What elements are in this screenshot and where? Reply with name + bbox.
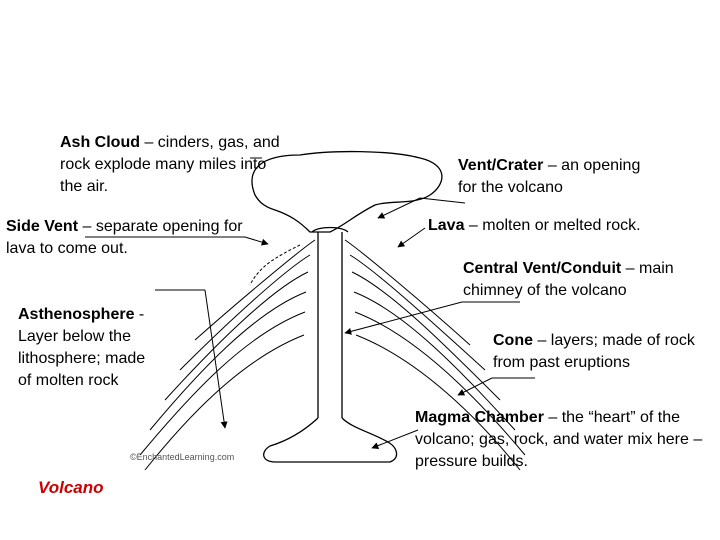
central-vent-desc: – main chimney of the volcano: [463, 260, 674, 299]
magma-chamber-desc: – the “heart” of the volcano; gas, rock,…: [415, 409, 703, 470]
diagram-caption: Volcano: [38, 478, 104, 497]
lava-term: Lava: [428, 217, 465, 234]
leader-lines: [85, 157, 535, 449]
ash-cloud-label: Ash Cloud – cinders, gas, and rock explo…: [60, 132, 280, 198]
side-vent-label: Side Vent – separate opening for lava to…: [6, 216, 256, 260]
vent-crater-desc: – an opening for the volcano: [458, 157, 641, 196]
ash-cloud-desc: – cinders, gas, and rock explode many mi…: [60, 134, 280, 195]
ash-cloud-outline: [251, 150, 443, 233]
side-vent-term: Side Vent: [6, 218, 79, 235]
cone-layers: [139, 239, 526, 471]
central-vent-term: Central Vent/Conduit: [463, 260, 622, 277]
magma-chamber-outline: [263, 417, 398, 463]
asthenosphere-label: Asthenosphere -Layer below the lithosphe…: [18, 304, 158, 392]
side-vent-path: [249, 244, 301, 286]
ash-cloud-term: Ash Cloud: [60, 134, 140, 151]
lava-desc: – molten or melted rock.: [464, 217, 641, 234]
magma-chamber-label: Magma Chamber – the “heart” of the volca…: [415, 407, 715, 473]
vent-crater-label: Vent/Crater – an opening for the volcano: [458, 155, 658, 199]
cone-desc: – layers; made of rock from past eruptio…: [493, 332, 695, 371]
vent-crater-term: Vent/Crater: [458, 157, 544, 174]
asthenosphere-term: Asthenosphere: [18, 306, 135, 323]
cone-label: Cone – layers; made of rock from past er…: [493, 330, 718, 374]
side-vent-desc: – separate opening for lava to come out.: [6, 218, 243, 257]
magma-chamber-term: Magma Chamber: [415, 409, 544, 426]
central-vent-label: Central Vent/Conduit – main chimney of t…: [463, 258, 713, 302]
cone-term: Cone: [493, 332, 533, 349]
conduit: [311, 226, 349, 418]
asthenosphere-desc: -Layer below the lithosphere; made of mo…: [18, 306, 146, 389]
lava-label: Lava – molten or melted rock.: [428, 215, 708, 237]
copyright-credit: ©EnchantedLearning.com: [130, 452, 235, 462]
